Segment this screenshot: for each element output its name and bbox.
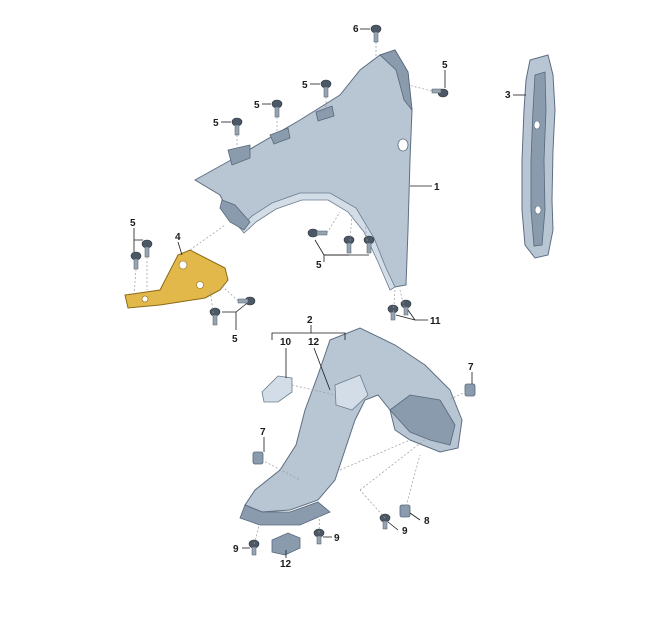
bolt-9-c <box>379 513 391 530</box>
fender-bracket <box>124 249 229 309</box>
callout-9-right: 9 <box>402 526 408 537</box>
bolt-6 <box>370 24 382 43</box>
plug-cap <box>261 375 293 403</box>
callout-5-top-right: 5 <box>442 60 448 71</box>
clip-8 <box>399 504 411 518</box>
bolt-5-j <box>363 235 375 254</box>
bolt-5-e <box>130 251 142 270</box>
bolt-5-g <box>209 307 221 326</box>
callout-7-left: 7 <box>260 427 266 438</box>
callout-5-bracket: 5 <box>232 334 238 345</box>
screw-11-a <box>387 304 399 321</box>
wheel-arch-liner <box>239 327 463 526</box>
callout-12-top: 12 <box>308 337 320 348</box>
callout-5-b: 5 <box>254 100 260 111</box>
callout-12-bottom: 12 <box>280 559 292 570</box>
bolt-5-c <box>231 117 243 136</box>
a-pillar-reinforcement <box>521 54 556 259</box>
bolt-5-top-right <box>431 88 449 98</box>
leader-lines <box>133 28 526 558</box>
assembly-lines <box>133 42 471 545</box>
bolt-5-a <box>320 79 332 98</box>
bolt-5-d <box>141 239 153 258</box>
callout-8: 8 <box>424 516 430 527</box>
callout-7-right: 7 <box>468 362 474 373</box>
callout-4: 4 <box>175 232 181 243</box>
callout-1: 1 <box>434 182 440 193</box>
bolt-5-h <box>307 228 328 238</box>
liner-trim <box>271 532 301 556</box>
callout-5-c: 5 <box>213 118 219 129</box>
bolt-5-b <box>271 99 283 118</box>
callout-9-mid: 9 <box>334 533 340 544</box>
callout-10: 10 <box>280 337 292 348</box>
callout-3: 3 <box>505 90 511 101</box>
callout-2: 2 <box>307 315 313 326</box>
callout-5-arch: 5 <box>316 260 322 271</box>
fender-panel <box>194 49 413 291</box>
bolt-5-i <box>343 235 355 254</box>
callout-9-left: 9 <box>233 544 239 555</box>
callout-6: 6 <box>353 24 359 35</box>
callout-5-a: 5 <box>302 80 308 91</box>
callout-5-left: 5 <box>130 218 136 229</box>
callout-11: 11 <box>430 316 441 327</box>
bolt-9-a <box>248 539 260 556</box>
bolt-5-f <box>237 296 256 306</box>
